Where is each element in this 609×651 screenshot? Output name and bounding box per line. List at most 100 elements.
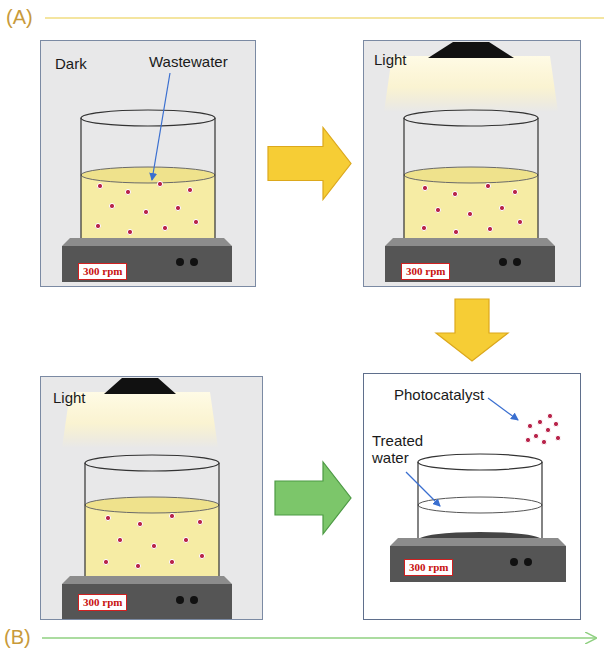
stirrer-knob (499, 258, 507, 266)
beaker-rim (418, 454, 542, 470)
particle (169, 513, 174, 518)
speed-display: 300 rpm (78, 263, 127, 280)
beaker-rim (85, 455, 219, 471)
liquid (81, 175, 215, 248)
particle (517, 219, 522, 224)
particle (452, 191, 457, 196)
speed-display: 300 rpm (404, 559, 453, 576)
panel-ground (40, 376, 263, 620)
particle (193, 219, 198, 224)
particle (183, 537, 188, 542)
block-arrow (275, 462, 351, 534)
stirrer-body (62, 246, 232, 282)
stirrer-top (62, 238, 232, 246)
particle (137, 521, 142, 526)
particle (105, 515, 110, 520)
particle (157, 181, 162, 186)
callout-label: Photocatalyst (394, 386, 484, 403)
stirrer-top (62, 576, 232, 584)
panel-ground (363, 373, 581, 620)
speed-text: 300 rpm (83, 265, 122, 277)
beaker-wall (81, 118, 215, 248)
particle (117, 537, 122, 542)
particle (435, 207, 440, 212)
stirrer-knob (513, 258, 521, 266)
particle (169, 559, 174, 564)
stirrer-knob (190, 258, 198, 266)
panel-ground (363, 40, 581, 287)
particle (547, 413, 552, 418)
stirrer-knob (524, 558, 532, 566)
condition-label: Dark (55, 55, 87, 72)
particle (555, 435, 560, 440)
condition-label: Light (374, 51, 407, 68)
beaker-wall (404, 118, 538, 248)
particle (485, 183, 490, 188)
beaker-rim (81, 110, 215, 126)
block-arrow (436, 299, 508, 361)
section-arrow (42, 637, 596, 639)
particle (97, 183, 102, 188)
particle (135, 563, 140, 568)
speed-text: 300 rpm (409, 561, 448, 573)
beaker-wall (418, 462, 542, 548)
speed-text: 300 rpm (406, 265, 445, 277)
particle (467, 211, 472, 216)
particle (199, 553, 204, 558)
speed-text: 300 rpm (83, 596, 122, 608)
callout-label: Wastewater (149, 53, 228, 70)
liquid (85, 505, 219, 586)
speed-display: 300 rpm (401, 263, 450, 280)
particle (553, 421, 558, 426)
process-panel: Light 300 rpm (363, 40, 581, 287)
beaker-wall (85, 463, 219, 586)
particle (103, 559, 108, 564)
particle (512, 189, 517, 194)
stirrer-body (390, 546, 566, 582)
process-panel: Dark Wastewater 300 rpm (40, 40, 256, 287)
beaker-rim (404, 110, 538, 126)
particle (187, 187, 192, 192)
leader-line (488, 398, 518, 420)
leader-line (406, 472, 440, 506)
stirrer-knob (190, 596, 198, 604)
particle (109, 203, 114, 208)
leader-line (152, 73, 170, 180)
light-glow (384, 56, 558, 112)
section-line (45, 17, 604, 19)
stirrer-top (390, 538, 566, 546)
particle (422, 185, 427, 190)
particle (527, 423, 532, 428)
particle (545, 427, 550, 432)
particle (95, 223, 100, 228)
particle (162, 225, 167, 230)
liquid-surface (404, 167, 538, 183)
water-surface (418, 497, 542, 513)
particle (525, 437, 530, 442)
process-panel: PhotocatalystTreated water 300 rpm (363, 373, 581, 620)
particle (143, 209, 148, 214)
condition-label: Light (53, 389, 86, 406)
particle (499, 205, 504, 210)
process-panel: Light 300 rpm (40, 376, 263, 620)
stirrer-knob (176, 596, 184, 604)
particle (537, 419, 542, 424)
section-label: (A) (6, 6, 33, 28)
callout-label: Treated water (372, 432, 434, 467)
panel-ground (40, 40, 256, 287)
particle (127, 229, 132, 234)
particle (487, 226, 492, 231)
particle (533, 433, 538, 438)
particle (541, 439, 546, 444)
lamp-shade (104, 378, 176, 394)
stirrer-knob (176, 258, 184, 266)
stirrer-knob (510, 558, 518, 566)
liquid (404, 175, 538, 248)
particle (175, 205, 180, 210)
stirrer-top (385, 238, 555, 246)
stirrer-body (62, 584, 232, 620)
